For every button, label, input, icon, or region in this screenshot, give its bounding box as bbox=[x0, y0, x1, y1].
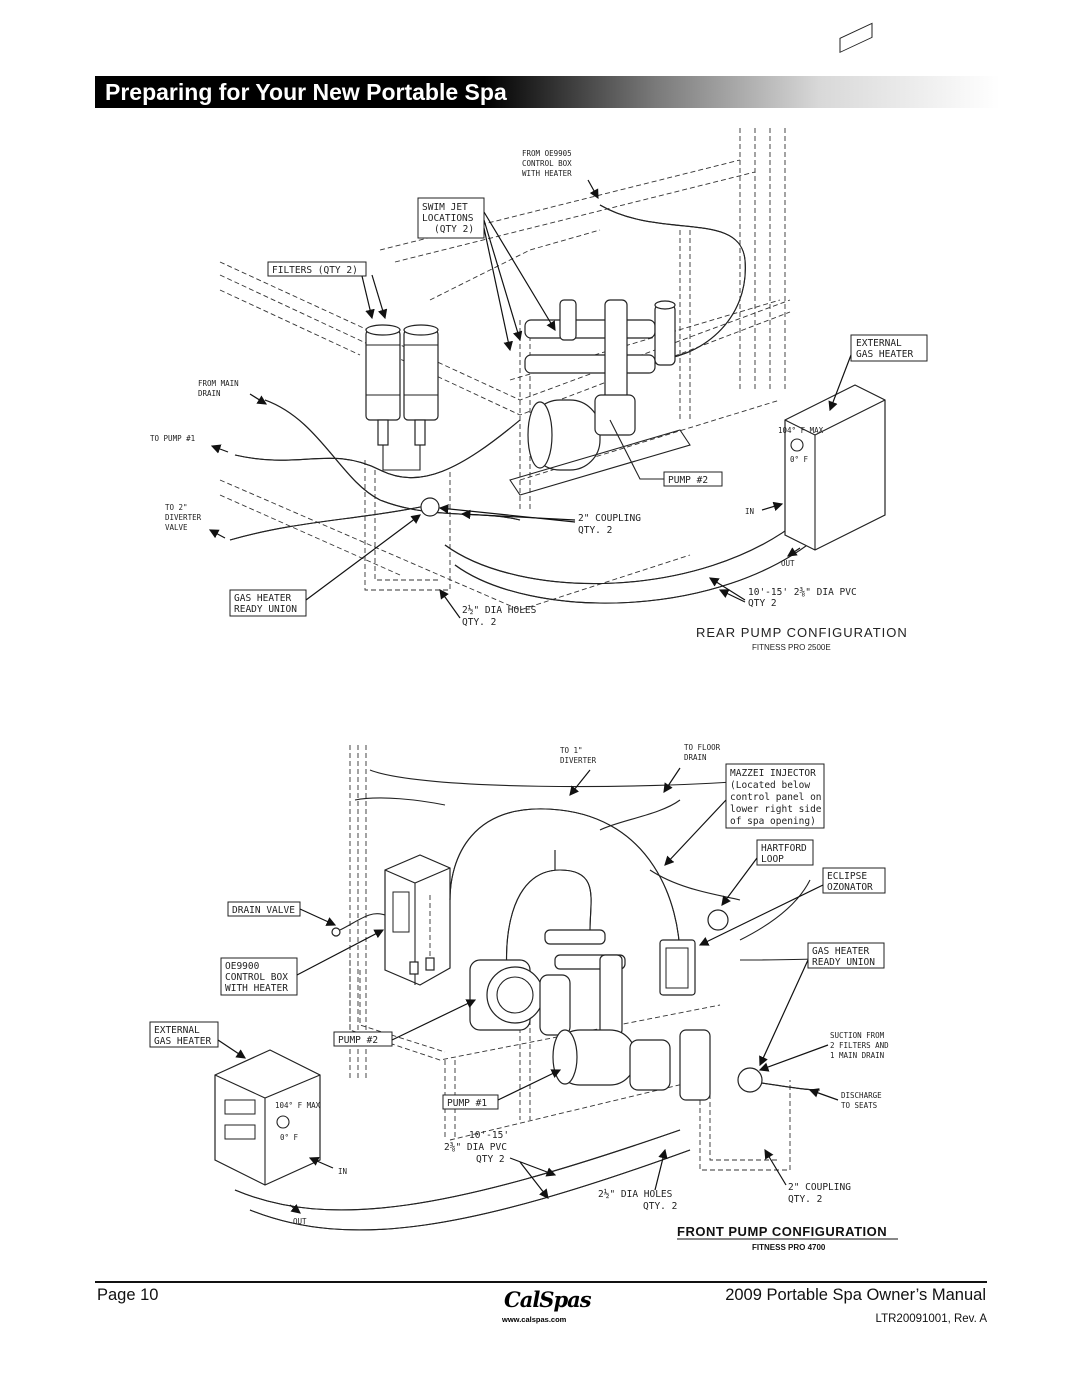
rear-label-to-pump-1: TO PUMP #1 bbox=[150, 434, 195, 443]
front-label-suction-2: 2 FILTERS AND bbox=[830, 1041, 889, 1050]
rear-label-to-diverter-1: TO 2" bbox=[165, 503, 188, 512]
rear-heater-dial-max: 104° F MAX bbox=[778, 426, 824, 435]
footer-divider bbox=[95, 1281, 987, 1283]
rear-label-ext-heater-2: GAS HEATER bbox=[856, 349, 913, 360]
front-label-pvc-2: 2⅜" DIA PVC bbox=[444, 1142, 507, 1153]
front-label-mazzei-3: control panel on bbox=[730, 792, 822, 803]
front-label-heater-union-1: GAS HEATER bbox=[812, 946, 869, 957]
rear-label-coupling-1: 2" COUPLING bbox=[578, 513, 641, 524]
front-label-hartford-1: HARTFORD bbox=[761, 843, 807, 854]
rear-hoses bbox=[229, 204, 821, 604]
rear-pump-diagram: 104° F MAX 0° F FROM OE9905 CONTROL BOX … bbox=[150, 22, 928, 652]
front-label-pump-1: PUMP #1 bbox=[447, 1098, 487, 1109]
front-caption: FRONT PUMP CONFIGURATION bbox=[677, 1224, 887, 1239]
front-label-holes-1: 2½" DIA HOLES bbox=[598, 1189, 673, 1200]
front-label-out: OUT bbox=[293, 1217, 307, 1226]
document-code: LTR20091001, Rev. A bbox=[875, 1313, 987, 1325]
front-control-box bbox=[384, 854, 451, 986]
rear-label-to-diverter-3: VALVE bbox=[165, 523, 188, 532]
front-label-floor-drain-2: DRAIN bbox=[684, 753, 707, 762]
front-label-floor-drain-1: TO FLOOR bbox=[684, 743, 721, 752]
section-title: Preparing for Your New Portable Spa bbox=[105, 79, 507, 105]
rear-label-holes-1: 2½" DIA HOLES bbox=[462, 605, 537, 616]
front-label-pvc-1: 10'-15' bbox=[469, 1130, 509, 1141]
front-label-control-box-1: OE9900 bbox=[225, 961, 260, 972]
rear-label-pvc-2: QTY 2 bbox=[748, 598, 777, 609]
front-label-coupling-2: QTY. 2 bbox=[788, 1194, 822, 1205]
calspas-logo: CalSpas www.calspas.com bbox=[498, 1287, 592, 1327]
front-label-suction-1: SUCTION FROM bbox=[830, 1031, 885, 1040]
rear-label-pump-2: PUMP #2 bbox=[668, 475, 708, 486]
front-pump-diagram: 104° F MAX 0° F TO 1" DIVERTER TO FLOOR … bbox=[149, 743, 898, 1252]
rear-label-swim-jet-2: LOCATIONS bbox=[422, 213, 474, 224]
rear-label-out: OUT bbox=[781, 559, 795, 568]
front-pump-assembly bbox=[469, 929, 763, 1101]
front-label-control-box-3: WITH HEATER bbox=[225, 983, 288, 994]
rear-heater-dial-min: 0° F bbox=[790, 455, 809, 464]
rear-label-from-main-drain-1: FROM MAIN bbox=[198, 379, 239, 388]
rear-label-from-control-box-3: WITH HEATER bbox=[522, 169, 572, 178]
front-label-pvc-3: QTY 2 bbox=[476, 1154, 505, 1165]
rear-labels: FROM OE9905 CONTROL BOX WITH HEATER SWIM… bbox=[150, 149, 928, 652]
front-heater-dial-min: 0° F bbox=[280, 1133, 299, 1142]
front-label-to-diverter-1: TO 1" bbox=[560, 746, 583, 755]
front-heater-dial-max: 104° F MAX bbox=[275, 1101, 321, 1110]
rear-label-swim-jet-3: (QTY 2) bbox=[434, 224, 474, 235]
front-external-gas-heater: 104° F MAX 0° F bbox=[214, 1049, 321, 1186]
front-label-discharge-1: DISCHARGE bbox=[841, 1091, 882, 1100]
front-label-ext-heater-1: EXTERNAL bbox=[154, 1025, 200, 1036]
front-label-holes-2: QTY. 2 bbox=[643, 1201, 677, 1212]
front-label-control-box-2: CONTROL BOX bbox=[225, 972, 288, 983]
rear-label-pvc-1: 10'-15' 2⅜" DIA PVC bbox=[748, 587, 857, 598]
rear-label-from-control-box-1: FROM OE9905 bbox=[522, 149, 572, 158]
front-labels: TO 1" DIVERTER TO FLOOR DRAIN MAZZEI INJ… bbox=[149, 743, 898, 1252]
front-label-heater-union-2: READY UNION bbox=[812, 957, 875, 968]
plumbing-diagrams: 104° F MAX 0° F FROM OE9905 CONTROL BOX … bbox=[149, 22, 928, 1252]
front-label-pump-2: PUMP #2 bbox=[338, 1035, 378, 1046]
front-label-to-diverter-2: DIVERTER bbox=[560, 756, 597, 765]
front-label-mazzei-2: (Located below bbox=[730, 780, 810, 791]
rear-caption: REAR PUMP CONFIGURATION bbox=[696, 625, 908, 640]
front-label-eclipse-2: OZONATOR bbox=[827, 882, 873, 893]
logo-url: www.calspas.com bbox=[502, 1315, 567, 1324]
front-label-discharge-2: TO SEATS bbox=[841, 1101, 878, 1110]
front-label-ext-heater-2: GAS HEATER bbox=[154, 1036, 211, 1047]
front-label-mazzei-4: lower right side bbox=[730, 804, 822, 815]
front-hoses bbox=[234, 799, 821, 1231]
page-number: Page 10 bbox=[97, 1286, 159, 1304]
rear-spa-frame bbox=[219, 128, 791, 611]
rear-label-holes-2: QTY. 2 bbox=[462, 617, 496, 628]
manual-title: 2009 Portable Spa Owner’s Manual bbox=[725, 1286, 986, 1304]
rear-label-from-control-box-2: CONTROL BOX bbox=[522, 159, 572, 168]
front-label-mazzei-5: of spa opening) bbox=[730, 816, 816, 827]
rear-label-from-main-drain-2: DRAIN bbox=[198, 389, 221, 398]
rear-filters bbox=[365, 324, 439, 471]
logo-wordmark: CalSpas bbox=[504, 1287, 592, 1312]
front-label-eclipse-1: ECLIPSE bbox=[827, 871, 867, 882]
rear-label-ext-heater-1: EXTERNAL bbox=[856, 338, 902, 349]
rear-label-heater-union-2: READY UNION bbox=[234, 604, 297, 615]
front-label-coupling-1: 2" COUPLING bbox=[788, 1182, 851, 1193]
rear-label-to-diverter-2: DIVERTER bbox=[165, 513, 202, 522]
rear-label-heater-union-1: GAS HEATER bbox=[234, 593, 291, 604]
rear-label-swim-jet-1: SWIM JET bbox=[422, 202, 468, 213]
front-label-in: IN bbox=[338, 1167, 347, 1176]
front-model: FITNESS PRO 4700 bbox=[752, 1243, 826, 1252]
rear-label-coupling-2: QTY. 2 bbox=[578, 525, 612, 536]
rear-pump-2-assembly bbox=[509, 299, 691, 496]
front-label-drain-valve: DRAIN VALVE bbox=[232, 905, 295, 916]
rear-model: FITNESS PRO 2500E bbox=[752, 643, 831, 652]
rear-external-gas-heater: 104° F MAX 0° F bbox=[778, 22, 886, 551]
rear-label-filters: FILTERS (QTY 2) bbox=[272, 265, 358, 276]
front-label-suction-3: 1 MAIN DRAIN bbox=[830, 1051, 884, 1060]
rear-label-in: IN bbox=[745, 507, 754, 516]
front-label-mazzei-1: MAZZEI INJECTOR bbox=[730, 768, 816, 779]
front-label-hartford-2: LOOP bbox=[761, 854, 784, 865]
section-header-banner: Preparing for Your New Portable Spa bbox=[95, 76, 1000, 108]
